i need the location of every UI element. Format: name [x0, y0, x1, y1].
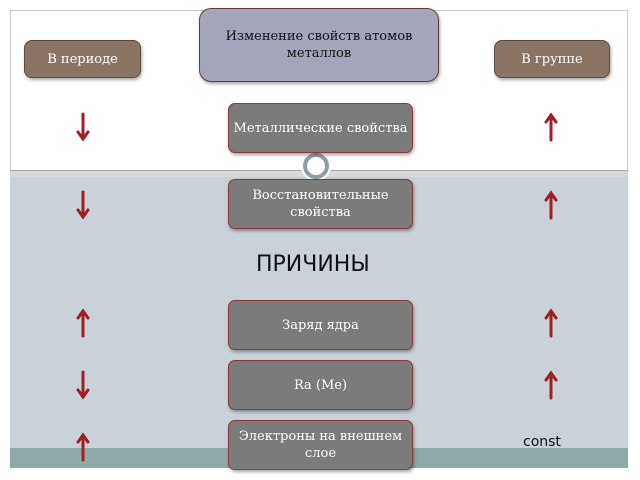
period-arrow-down-icon: [76, 190, 90, 220]
row-box-nuclear-charge: Заряд ядра: [228, 300, 413, 350]
row-label: Электроны на внешнем слое: [238, 429, 403, 461]
row-box-radius: Ra (Me): [228, 360, 413, 410]
period-label-box: В периоде: [24, 40, 141, 78]
period-arrow-up-icon: [76, 432, 90, 462]
const-label: const: [523, 434, 561, 450]
row-label: Ra (Me): [293, 377, 348, 393]
period-arrow-down-icon: [76, 112, 90, 142]
period-label: В периоде: [47, 51, 118, 67]
row-box-metallic: Металлические свойства: [228, 103, 413, 153]
row-box-reducing: Восстановительные свойства: [228, 179, 413, 229]
row-label: Заряд ядра: [282, 317, 359, 333]
period-arrow-up-icon: [76, 308, 90, 338]
row-box-outer-electrons: Электроны на внешнем слое: [228, 420, 413, 470]
title-box: Изменение свойств атомов металлов: [199, 8, 439, 82]
row-label: Восстановительные свойства: [252, 188, 389, 220]
title-text: Изменение свойств атомов металлов: [225, 29, 413, 61]
group-arrow-up-icon: [544, 370, 558, 400]
period-arrow-down-icon: [76, 370, 90, 400]
group-arrow-up-icon: [544, 190, 558, 220]
group-arrow-up-icon: [544, 308, 558, 338]
ring-connector-icon: [303, 153, 329, 179]
group-arrow-up-icon: [544, 112, 558, 142]
row-label: Металлические свойства: [233, 120, 408, 136]
group-label-box: В группе: [494, 40, 610, 78]
section-heading: ПРИЧИНЫ: [256, 252, 370, 277]
group-label: В группе: [521, 51, 583, 67]
